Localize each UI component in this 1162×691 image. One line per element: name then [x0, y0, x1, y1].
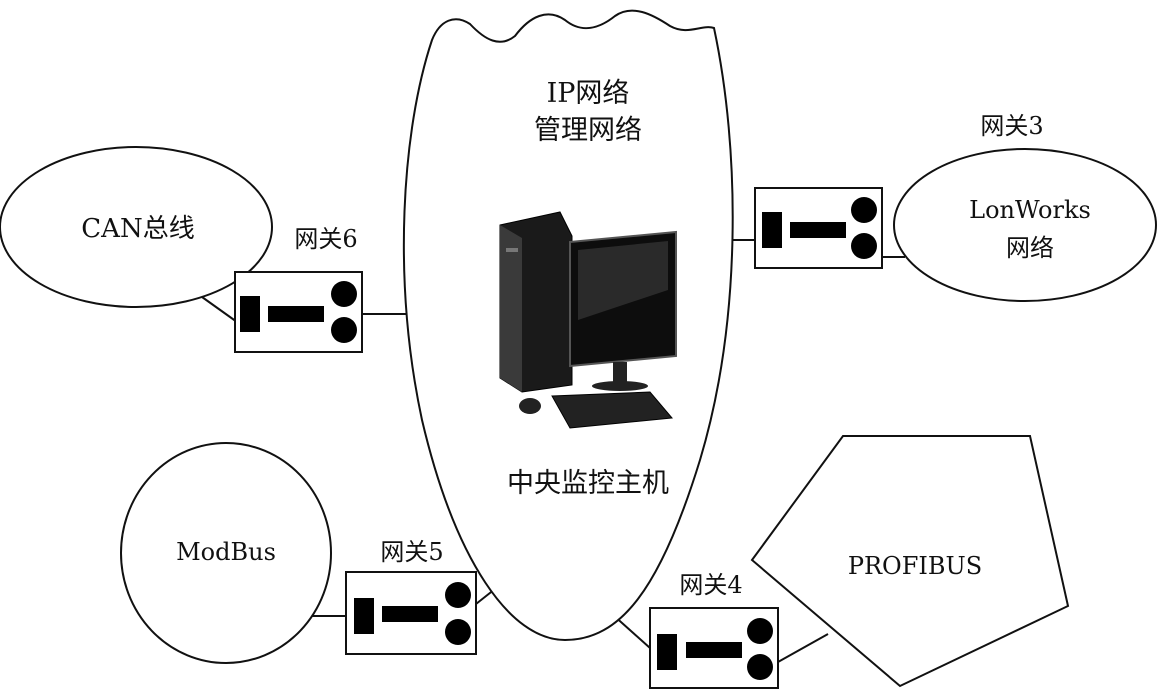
computer-icon [499, 211, 677, 429]
gateway-6 [234, 271, 363, 353]
gateway-3-label: 网关3 [980, 112, 1043, 140]
monitor-screen-highlight [578, 241, 668, 320]
gateway-6-port [240, 296, 260, 332]
mouse [519, 398, 541, 414]
lonworks-label: LonWorks [969, 196, 1091, 224]
gateway-4-led-top [747, 618, 773, 644]
monitor-neck [613, 362, 627, 384]
computer-tower-drive [506, 248, 518, 252]
gateway-5-bar [382, 606, 438, 622]
gateway-3-bar [790, 222, 846, 238]
can-bus-label: CAN总线 [81, 214, 194, 244]
modbus-network [120, 442, 332, 664]
profibus-network [750, 435, 1070, 688]
computer-tower-side [500, 225, 522, 392]
gateway-4-port [657, 634, 677, 670]
keyboard [551, 391, 673, 429]
gateway-3-led-top [851, 197, 877, 223]
monitor-stand [592, 381, 648, 391]
gateway-4-led-bottom [747, 654, 773, 680]
gateway-5-led-bottom [445, 619, 471, 645]
gateway-5-led-top [445, 582, 471, 608]
gateway-5-label: 网关5 [380, 538, 443, 566]
gateway-6-bar [268, 306, 324, 322]
gateway-6-label: 网关6 [294, 225, 357, 253]
lonworks-network-label: 网络 [1006, 234, 1054, 262]
profibus-label: PROFIBUS [848, 552, 982, 580]
central-host-label: 中央监控主机 [507, 468, 669, 499]
gateway-6-led-top [331, 281, 357, 307]
gateway-4-bar [686, 642, 742, 658]
gateway-4-label: 网关4 [679, 571, 742, 599]
gateway-3-port [762, 212, 782, 248]
gateway-6-led-bottom [331, 317, 357, 343]
link-gateway4-to-profibus [777, 633, 829, 663]
management-network-title: 管理网络 [534, 115, 642, 146]
ip-network-title: IP网络 [547, 78, 630, 109]
gateway-5 [345, 571, 477, 655]
modbus-label: ModBus [176, 538, 276, 566]
gateway-5-port [354, 598, 374, 634]
gateway-3-led-bottom [851, 233, 877, 259]
lonworks-network [893, 148, 1157, 302]
gateway-3 [754, 187, 883, 269]
gateway-4 [649, 607, 779, 689]
can-bus-network [0, 146, 273, 308]
